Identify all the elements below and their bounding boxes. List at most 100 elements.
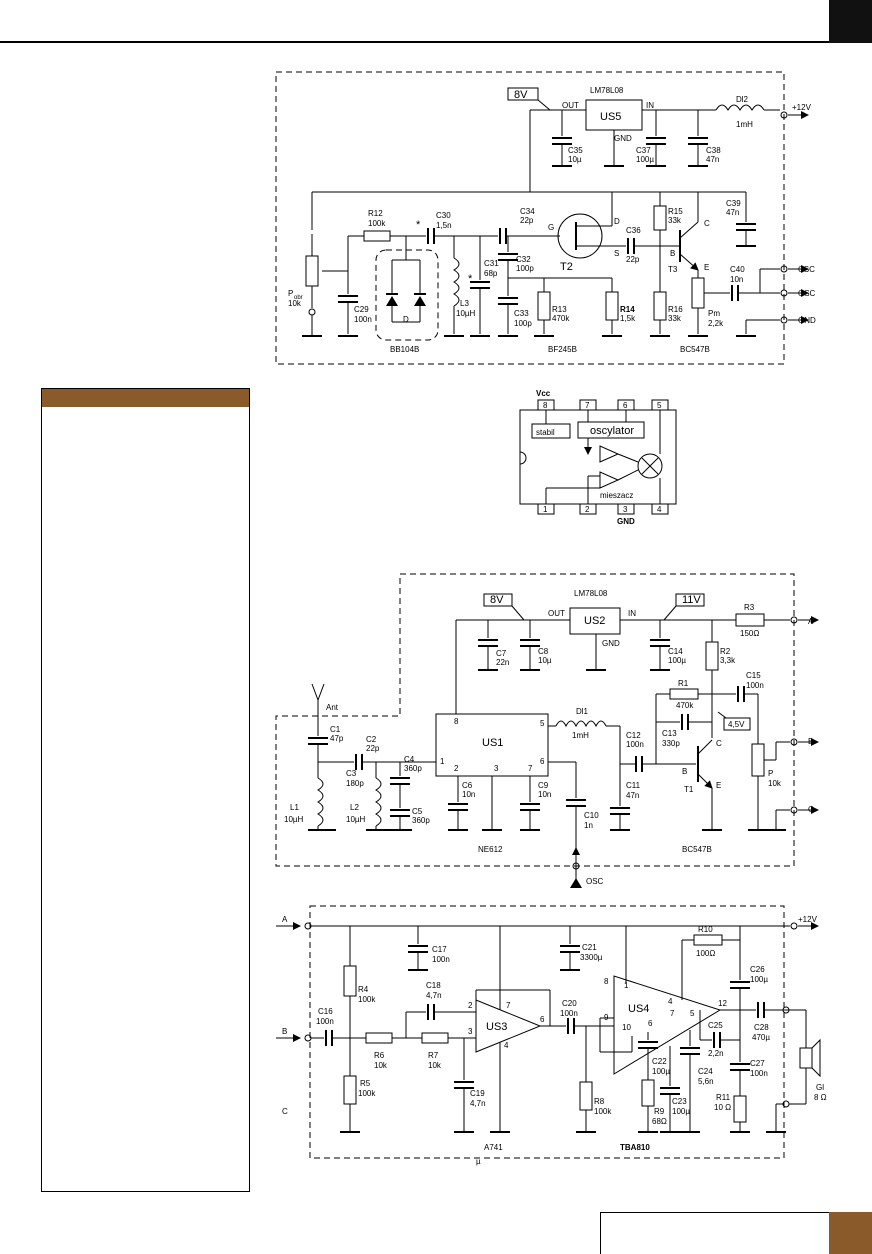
label: C (716, 739, 722, 748)
label: 5 (540, 719, 545, 728)
label: 100n (432, 955, 450, 964)
label: C24 (698, 1067, 713, 1076)
label: R9 (654, 1107, 665, 1116)
label: oscylator (590, 425, 634, 437)
label: R8 (594, 1097, 605, 1106)
label: Dl2 (736, 95, 749, 104)
label: C10 (584, 811, 599, 820)
label: LM78L08 (590, 86, 624, 95)
label: 1 (543, 505, 548, 514)
label: R12 (368, 209, 383, 218)
label: C17 (432, 945, 447, 954)
label: 2 (585, 505, 590, 514)
label: IN (628, 609, 636, 618)
label: OSC (586, 877, 604, 886)
label: C37 (636, 146, 651, 155)
label: Dl1 (576, 707, 589, 716)
label: Pm (708, 309, 720, 318)
mixer-labels: LM78L08 US2 8V 11V OUT IN GND R3 150Ω A … (284, 589, 814, 886)
label: C38 (706, 146, 721, 155)
label: 100µ (636, 155, 654, 164)
label: 12 (718, 999, 727, 1008)
label: C6 (462, 781, 473, 790)
label: CSC (798, 265, 815, 274)
label: R10 (698, 925, 713, 934)
label: 4 (668, 997, 673, 1006)
label: 100Ω (696, 949, 715, 958)
label: 8 (604, 977, 609, 986)
label: C36 (626, 226, 641, 235)
label: 7 (528, 764, 533, 773)
speaker-symbol (799, 1047, 813, 1069)
label: 22p (520, 216, 534, 225)
label: C (704, 219, 710, 228)
label: C9 (538, 781, 549, 790)
label: C2 (366, 735, 377, 744)
label: 2,2n (708, 1049, 724, 1058)
label: 1,5n (436, 221, 452, 230)
mixer-circuit (275, 573, 819, 888)
label: B (682, 767, 687, 776)
label: 7 (585, 401, 590, 410)
label: US5 (600, 111, 621, 123)
label: C (282, 1107, 288, 1116)
label: B (282, 1027, 287, 1036)
label: BB104B (390, 345, 419, 354)
label: 10k (288, 299, 302, 308)
label: 5,6n (698, 1077, 714, 1086)
label: 4 (504, 1041, 509, 1050)
label: 1mH (572, 731, 589, 740)
label: 100n (354, 315, 372, 324)
label: IN (646, 101, 654, 110)
label: +12V (792, 103, 812, 112)
label: * (416, 219, 421, 231)
label: obr (294, 295, 303, 301)
label: C8 (538, 647, 549, 656)
label: C14 (668, 647, 683, 656)
label: BC547B (680, 345, 710, 354)
label: µ (476, 1157, 481, 1166)
label: 8V (490, 594, 504, 606)
label: C23 (672, 1097, 687, 1106)
label: 47n (726, 208, 739, 217)
label: 10µH (456, 309, 476, 318)
label: D (403, 315, 409, 324)
label: G (548, 223, 554, 232)
label: R1 (678, 679, 689, 688)
label: 100k (594, 1107, 612, 1116)
label: 3 (494, 764, 499, 773)
label: C25 (708, 1021, 723, 1030)
label: 6 (540, 757, 545, 766)
label: 100µ (652, 1067, 670, 1076)
top-corner-block (829, 0, 872, 43)
label: 100n (750, 1069, 768, 1078)
label: BF245B (548, 345, 577, 354)
ne612-pinout: Vcc GND stabil oscylator mieszacz 8 7 6 … (519, 389, 677, 526)
label: E (716, 781, 721, 790)
label: stabil (536, 428, 555, 437)
label: R4 (358, 985, 369, 994)
label: 10k (428, 1061, 442, 1070)
label: 4 (657, 505, 662, 514)
label: C16 (318, 1007, 333, 1016)
label: LM78L08 (574, 589, 608, 598)
sidebar-box (41, 388, 250, 1192)
label: 10n (462, 790, 475, 799)
label: OUT (562, 101, 579, 110)
label: 3 (468, 1027, 473, 1036)
label: C29 (354, 305, 369, 314)
label: 3 (623, 505, 628, 514)
label: C15 (746, 671, 761, 680)
label: 6 (648, 1019, 653, 1028)
label: C22 (652, 1057, 667, 1066)
label: E (704, 263, 709, 272)
label: GND (798, 316, 816, 325)
label: 8 (543, 401, 548, 410)
label: P (288, 289, 293, 298)
label: 5 (690, 1009, 695, 1018)
label: L2 (350, 803, 359, 812)
label: 100n (626, 740, 644, 749)
label: 100k (368, 219, 386, 228)
us3-symbol (475, 999, 542, 1053)
t2-symbol (557, 213, 603, 259)
